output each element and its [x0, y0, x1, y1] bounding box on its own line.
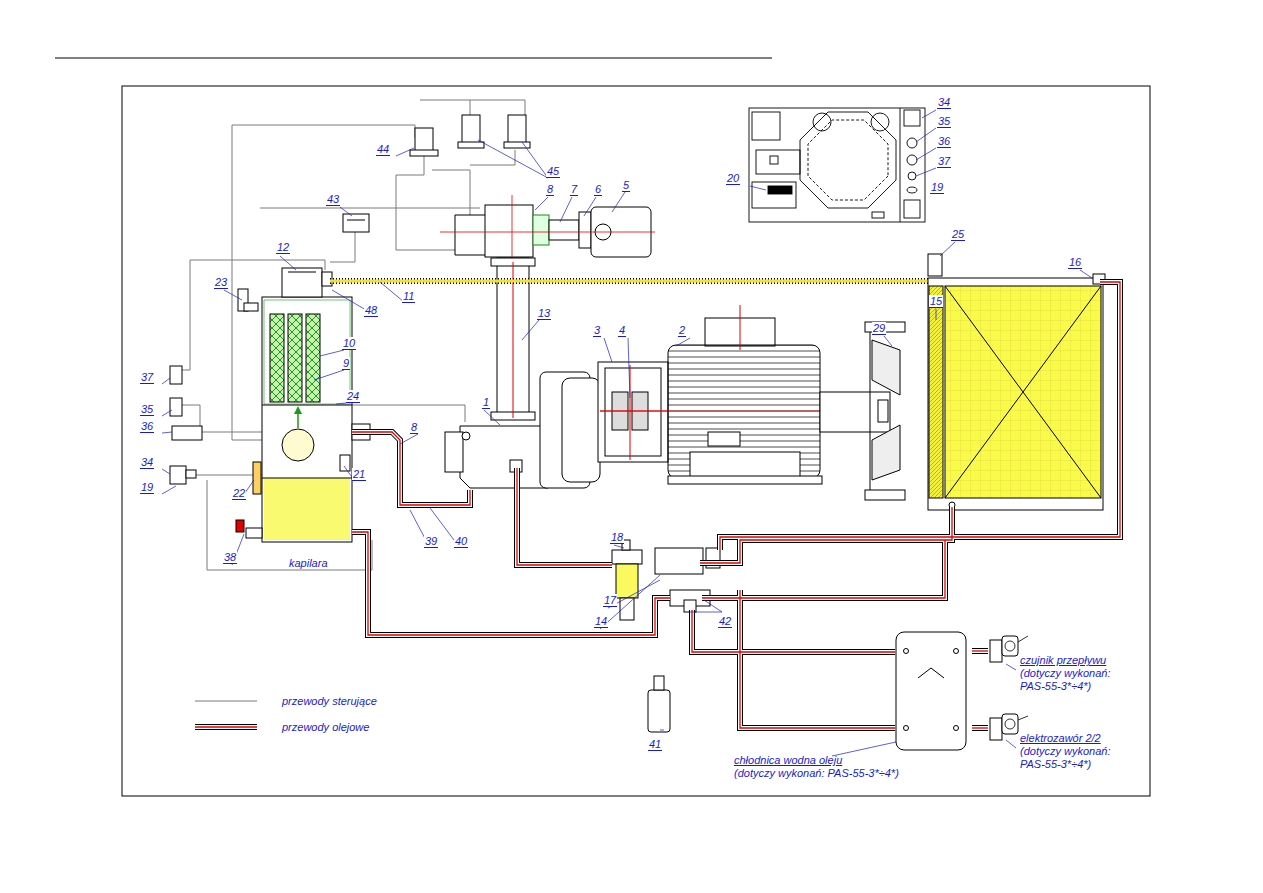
callout-number: 7	[570, 183, 578, 196]
heat-exchanger: chłodnica wodna oleju(dotyczy wykonań: P…	[728, 630, 972, 788]
callout-number: 20	[726, 172, 740, 185]
callout-number: 4	[618, 324, 626, 337]
heat-exchanger-symbol	[728, 630, 968, 760]
water-pipe	[972, 651, 988, 652]
callout-number: 40	[454, 535, 468, 548]
callout-number: 18	[610, 531, 624, 544]
callout-number: 16	[1068, 256, 1082, 269]
callout-number: 34	[140, 456, 154, 469]
callout-number: 5	[622, 179, 630, 192]
callout-number: 25	[951, 228, 965, 241]
callout-number: 13	[537, 307, 551, 320]
callout-number: 37	[140, 371, 154, 384]
callout-number: 3	[593, 324, 601, 337]
callout-number: 38	[223, 551, 237, 564]
callout-number: 11	[402, 290, 415, 303]
callout-number: 19	[930, 181, 944, 194]
callout-number: 37	[937, 155, 951, 168]
legend-text: przewody sterujące	[282, 695, 377, 707]
component-title: chłodnica wodna oleju	[734, 754, 972, 767]
callout-number: 10	[342, 337, 356, 350]
callout-number: 45	[546, 165, 560, 178]
callout-number: 22	[232, 487, 246, 500]
callout-number: 8	[410, 421, 418, 434]
pipe-label: kapilara	[288, 557, 329, 569]
solenoid-valve: elektrozawór 2/2(dotyczy wykonań: PAS-55…	[988, 708, 1128, 838]
component-note: (dotyczy wykonań: PAS-55-3*÷4*)	[1020, 745, 1124, 771]
component-title: elektrozawór 2/2	[1020, 732, 1124, 745]
callout-number: 15	[929, 295, 943, 308]
solenoid-valve-symbol	[988, 708, 1128, 838]
component-note: (dotyczy wykonań: PAS-55-3*÷4*)	[1020, 667, 1124, 693]
callout-number: 36	[937, 135, 951, 148]
callout-number: 41	[648, 738, 662, 751]
callout-number: 35	[140, 403, 154, 416]
callout-number: 8	[546, 183, 554, 196]
callout-number: 12	[276, 241, 290, 254]
callout-number: 9	[342, 357, 350, 370]
callout-number: 43	[326, 193, 340, 206]
callout-number: 42	[718, 615, 732, 628]
callout-number: 48	[364, 304, 378, 317]
callout-number: 14	[594, 615, 608, 628]
callout-number: 24	[346, 390, 360, 403]
legend-text: przewody olejowe	[282, 721, 369, 733]
callout-number: 23	[214, 276, 228, 289]
callout-number: 1	[482, 396, 490, 409]
callout-number: 44	[376, 143, 390, 156]
component-title: czujnik przepływu	[1020, 654, 1124, 667]
callout-number: 34	[937, 96, 951, 109]
callout-number: 17	[603, 594, 617, 607]
callout-number: 6	[594, 183, 602, 196]
component-note: (dotyczy wykonań: PAS-55-3*÷4*)	[734, 767, 972, 780]
callout-number: 39	[424, 535, 438, 548]
callout-number: 35	[937, 115, 951, 128]
callout-number: 19	[140, 481, 154, 494]
callout-number: 21	[352, 468, 366, 481]
callout-number: 29	[872, 322, 886, 335]
callout-number: 36	[140, 420, 154, 433]
callout-number: 2	[678, 324, 686, 337]
water-pipe	[972, 728, 988, 729]
